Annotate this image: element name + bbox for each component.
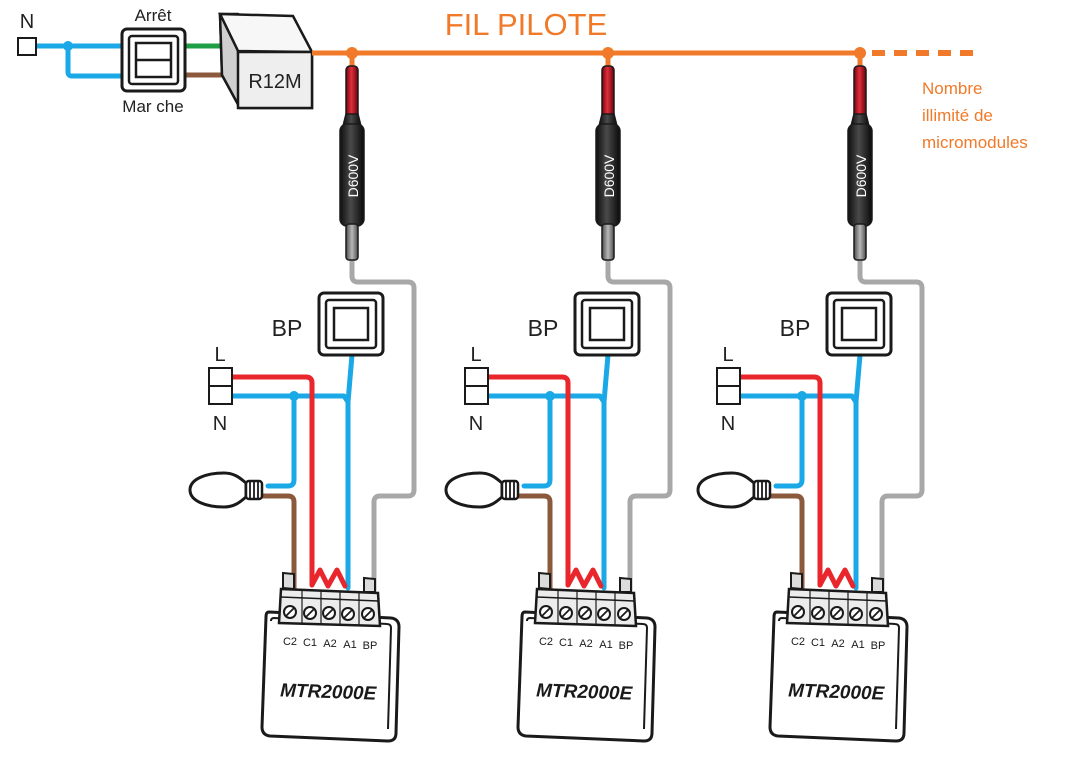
terminal-a1-label: A1 (599, 639, 612, 651)
junction-dot (289, 391, 299, 401)
live-label: L (722, 344, 733, 366)
live-label: L (214, 344, 225, 366)
pilot-wire (312, 47, 976, 68)
terminal-bp-label: BP (363, 640, 378, 652)
push-button-icon (317, 291, 385, 357)
supply-terminal-icon (208, 367, 233, 405)
live-wire (229, 374, 315, 588)
diode-icon (847, 65, 873, 261)
terminal-labels: C2 C1 A2 A1 BP (539, 636, 633, 652)
diode-label: D600V (601, 154, 617, 197)
push-button-icon (573, 291, 641, 357)
neutral-wire-to-module (291, 393, 351, 591)
bulb-icon (696, 471, 772, 509)
bulb-icon (188, 471, 264, 509)
lamp-wire (259, 493, 297, 593)
bulb-icon (444, 471, 520, 509)
micromodule-icon (260, 571, 401, 743)
push-button-label: BP (272, 315, 303, 341)
push-button-icon (825, 291, 893, 357)
terminal-a2-label: A2 (323, 638, 336, 650)
return-wire (349, 252, 417, 593)
terminal-c1-label: C1 (303, 637, 317, 649)
live-wire (485, 374, 571, 588)
bridge-wire (565, 567, 604, 589)
relay-box-icon (217, 12, 315, 110)
terminal-labels: C2 C1 A2 A1 BP (791, 636, 885, 652)
neutral-wire (737, 393, 805, 489)
terminal-a2-label: A2 (579, 638, 592, 650)
switch-on-label: Mar che (122, 97, 183, 116)
relay-label: R12M (248, 71, 301, 93)
terminal-labels: C2 C1 A2 A1 BP (283, 636, 377, 652)
button-neutral-wire (601, 352, 611, 405)
push-button-label: BP (780, 315, 811, 341)
bridge-wire (309, 567, 348, 589)
supply-terminal-icon (716, 367, 741, 405)
module-unit-1: D600V BP L N C2 C1 A2 A1 BP MTR2000E (188, 65, 417, 743)
header-circuit: N Arrêt Mar che R12M (17, 6, 315, 116)
micromodule-icon (768, 571, 909, 743)
neutral-wire (485, 393, 553, 489)
pilot-wire-title: FIL PILOTE (445, 7, 608, 42)
diode-label: D600V (853, 154, 869, 197)
diode-label: D600V (345, 154, 361, 197)
neutral-label: N (721, 413, 735, 435)
lamp-wire (515, 493, 553, 593)
module-unit-2: D600V BP L N C2 C1 A2 A1 BP MTR2000E (444, 65, 673, 743)
push-button-label: BP (528, 315, 559, 341)
junction-dot (63, 41, 73, 51)
junction-dot (545, 391, 555, 401)
terminal-a2-label: A2 (831, 638, 844, 650)
micromodule-icon (516, 571, 657, 743)
live-label: L (470, 344, 481, 366)
note-line-2: illimité de (922, 106, 993, 125)
return-wire (857, 252, 925, 593)
lamp-wire (767, 493, 805, 593)
neutral-wire-to-module (799, 393, 859, 591)
terminal-a1-label: A1 (851, 639, 864, 651)
terminal-bp-label: BP (871, 640, 886, 652)
terminal-c2-label: C2 (283, 636, 297, 648)
return-wire (605, 252, 673, 593)
terminal-c2-label: C2 (791, 636, 805, 648)
neutral-label: N (213, 413, 227, 435)
unlimited-note: Nombre illimité de micromodules (922, 79, 1028, 152)
junction-dot (797, 391, 807, 401)
terminal-c2-label: C2 (539, 636, 553, 648)
button-neutral-wire (853, 352, 863, 405)
note-line-3: micromodules (922, 133, 1028, 152)
neutral-wire (229, 393, 297, 489)
switch-off-label: Arrêt (135, 6, 172, 25)
bridge-wire (817, 567, 856, 589)
neutral-label: N (469, 413, 483, 435)
note-line-1: Nombre (922, 79, 982, 98)
switch-icon (120, 27, 187, 93)
neutral-wire-to-module (547, 393, 607, 591)
neutral-terminal (17, 37, 37, 56)
terminal-bp-label: BP (619, 640, 634, 652)
module-model-label: MTR2000E (788, 680, 886, 704)
module-model-label: MTR2000E (536, 680, 634, 704)
button-neutral-wire (345, 352, 355, 405)
terminal-c1-label: C1 (811, 637, 825, 649)
diode-icon (595, 65, 621, 261)
live-wire (737, 374, 823, 588)
module-model-label: MTR2000E (280, 680, 378, 704)
header-neutral-loop (65, 43, 138, 79)
supply-terminal-icon (464, 367, 489, 405)
terminal-c1-label: C1 (559, 637, 573, 649)
module-unit-3: D600V BP L N C2 C1 A2 A1 BP MTR2000E (696, 65, 925, 743)
terminal-a1-label: A1 (343, 639, 356, 651)
neutral-terminal-label: N (20, 11, 34, 33)
diode-icon (339, 65, 365, 261)
